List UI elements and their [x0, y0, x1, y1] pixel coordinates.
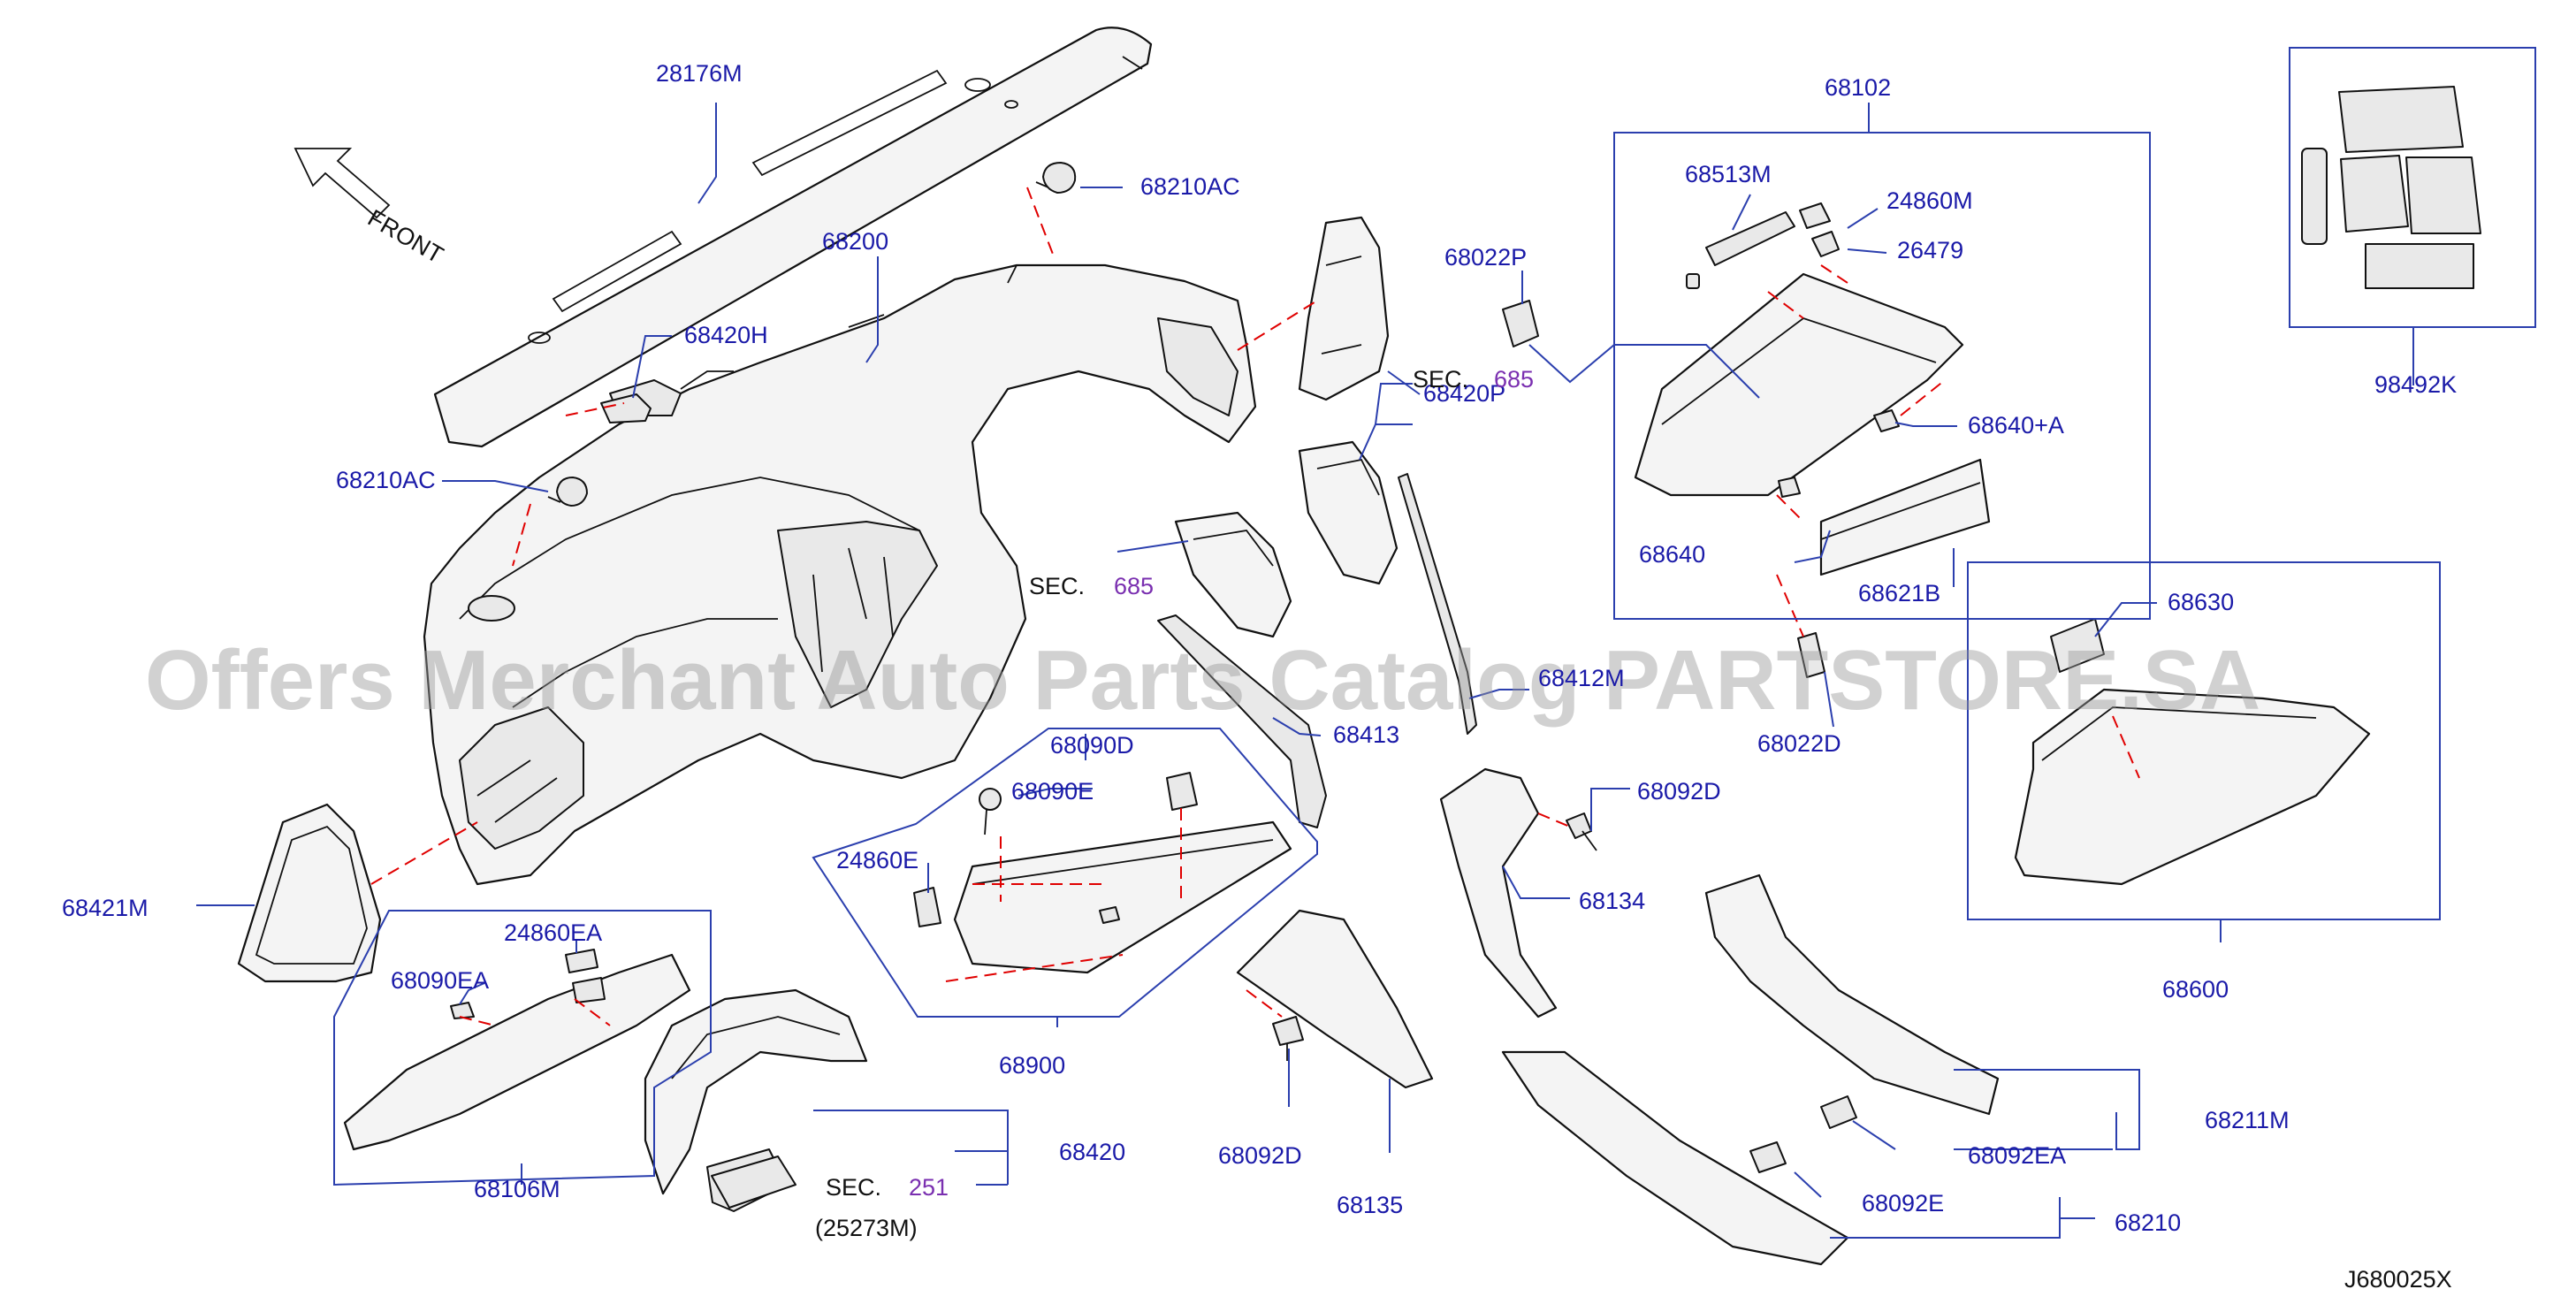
label-28176m[interactable]: 28176M: [656, 60, 743, 87]
clip-68092ea: [1820, 1095, 1857, 1129]
label-68630[interactable]: 68630: [2168, 589, 2234, 615]
label-68134[interactable]: 68134: [1579, 888, 1645, 914]
label-68211m[interactable]: 68211M: [2205, 1107, 2290, 1133]
side-panel-68420p: [1298, 216, 1390, 401]
duct-685-upper: [1298, 440, 1399, 585]
label-68640[interactable]: 68640: [1639, 541, 1705, 568]
label-68513m[interactable]: 68513M: [1685, 161, 1772, 187]
bezel-68421m: [237, 803, 382, 983]
clip-68022p: [1502, 300, 1539, 347]
trim-68134: [1439, 767, 1558, 1018]
label-68092e[interactable]: 68092E: [1862, 1190, 1944, 1217]
label-68102[interactable]: 68102: [1825, 74, 1891, 101]
label-68600[interactable]: 68600: [2162, 976, 2229, 1003]
section-refs: SEC. 685 SEC. 685 SEC. 251: [826, 366, 1534, 1201]
part-labels: 28176M 68210AC 68200 68420H 68210AC 6810…: [62, 60, 2457, 1241]
label-68090d[interactable]: 68090D: [1050, 732, 1134, 759]
defroster-panel-drawing: [433, 27, 1153, 448]
trim-68210: [1501, 1050, 1849, 1266]
sec-c-number[interactable]: 251: [909, 1174, 949, 1201]
box-68102: [1613, 132, 2151, 620]
switch-25273m: [711, 1156, 796, 1209]
assembly-lines: [370, 187, 2140, 1026]
strip-68413: [1157, 614, 1327, 828]
label-68022d[interactable]: 68022D: [1757, 730, 1841, 757]
box-68106m: [333, 910, 712, 1186]
label-68900[interactable]: 68900: [999, 1052, 1065, 1079]
group-boxes: [333, 47, 2536, 1186]
label-68022p[interactable]: 68022P: [1444, 244, 1527, 271]
duct-685-lower: [1174, 511, 1292, 638]
label-68420p[interactable]: 68420P: [1423, 380, 1505, 407]
label-24860ea[interactable]: 24860EA: [504, 919, 602, 946]
glove-box-lid-68600: [2014, 618, 2371, 886]
sec-a-number[interactable]: 685: [1494, 366, 1534, 393]
trim-68211m: [1704, 873, 2000, 1116]
label-68090e[interactable]: 68090E: [1011, 778, 1094, 805]
front-arrow: FRONT: [293, 148, 448, 269]
sec-b-number[interactable]: 685: [1114, 573, 1154, 599]
label-24860m[interactable]: 24860M: [1886, 187, 1973, 214]
lower-panel-68106m: [343, 949, 691, 1151]
label-68090ea[interactable]: 68090EA: [391, 967, 489, 994]
sec-b-label: SEC.: [1029, 573, 1085, 599]
label-68135[interactable]: 68135: [1337, 1192, 1403, 1218]
label-68210ac-left[interactable]: 68210AC: [336, 467, 436, 493]
clip-68092e: [1749, 1141, 1787, 1173]
clip-68210ac-top: [1035, 162, 1077, 194]
box-68600: [1967, 561, 2441, 920]
label-68106m[interactable]: 68106M: [474, 1176, 560, 1202]
label-68420[interactable]: 68420: [1059, 1139, 1125, 1165]
label-98492k[interactable]: 98492K: [2374, 371, 2457, 398]
sec-a-label: SEC.: [1413, 366, 1468, 393]
trim-68135: [1236, 909, 1434, 1089]
watermark: Offers Merchant Auto Parts Catalog PARTS…: [145, 633, 2260, 728]
label-68210ac-top[interactable]: 68210AC: [1140, 173, 1240, 200]
label-68092d-bottom[interactable]: 68092D: [1218, 1142, 1302, 1169]
label-68092d-right[interactable]: 68092D: [1637, 778, 1721, 805]
sec-c-label: SEC.: [826, 1174, 881, 1201]
label-68092ea[interactable]: 68092EA: [1968, 1142, 2066, 1169]
clip-68210ac-left: [547, 477, 588, 507]
label-68413[interactable]: 68413: [1333, 721, 1399, 748]
label-68640a[interactable]: 68640+A: [1968, 412, 2064, 439]
label-68420h[interactable]: 68420H: [684, 322, 768, 348]
label-68200[interactable]: 68200: [822, 228, 888, 255]
label-68210[interactable]: 68210: [2115, 1209, 2181, 1236]
kit-98492k: [2301, 86, 2481, 289]
box-68900: [812, 728, 1318, 1018]
front-label: FRONT: [363, 204, 448, 268]
strip-68412m: [1398, 473, 1477, 735]
diagram-id: J680025X: [2344, 1266, 2452, 1293]
box-98492k: [2289, 47, 2536, 328]
screw-68092d-bottom: [1272, 1016, 1304, 1061]
leader-lines: [196, 103, 2414, 1239]
label-68621b[interactable]: 68621B: [1858, 580, 1940, 606]
lower-cover-68900-drawing: [913, 772, 1292, 974]
label-26479[interactable]: 26479: [1897, 237, 1963, 263]
bracket-68420h: [600, 393, 652, 423]
label-68412m[interactable]: 68412M: [1538, 665, 1625, 691]
label-25273m[interactable]: (25273M): [815, 1215, 918, 1241]
label-68421m[interactable]: 68421M: [62, 895, 149, 921]
label-24860e[interactable]: 24860E: [836, 847, 918, 873]
